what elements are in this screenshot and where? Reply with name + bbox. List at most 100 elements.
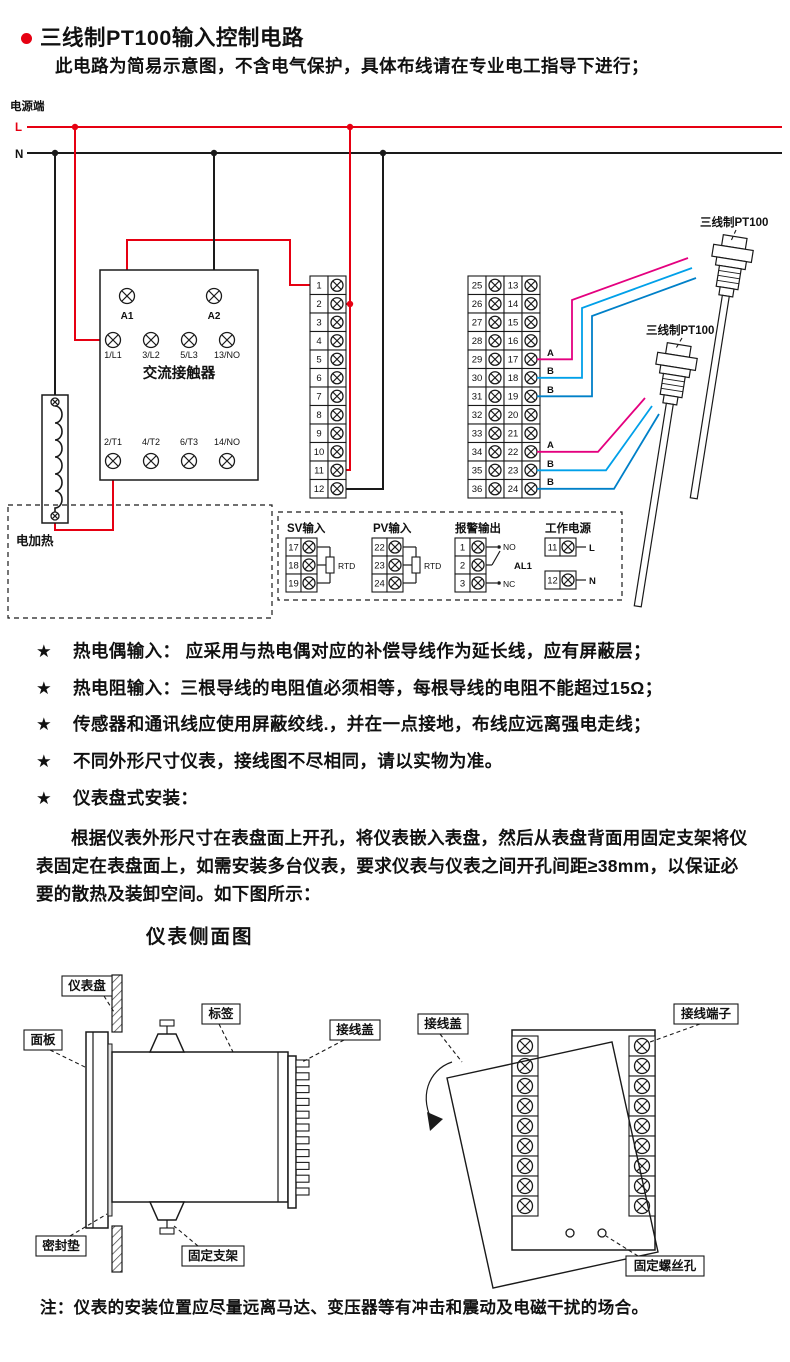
pt100-probe-bottom xyxy=(617,340,700,611)
pt100-bottom-label: 三线制PT100 xyxy=(646,323,714,337)
screw-terminal-icon xyxy=(524,352,538,366)
leader-line xyxy=(69,1213,108,1237)
screw-terminal-icon xyxy=(330,315,344,329)
screw-terminal-icon xyxy=(330,278,344,292)
star-icon: ★ xyxy=(36,677,53,698)
terminal-number: 10 xyxy=(314,447,325,458)
terminal-number: 16 xyxy=(508,336,519,347)
terminals-label: 接线端子 xyxy=(681,1006,732,1021)
supply-l-label: L xyxy=(589,543,595,554)
terminal-cover-spine xyxy=(287,1055,297,1209)
terminal-number: 14 xyxy=(508,299,519,310)
screw-terminal-icon xyxy=(471,558,485,572)
lead-label-a: A xyxy=(547,440,554,451)
contactor-outline xyxy=(99,269,259,481)
ac-contactor: A1 A2 1/L1 3/L2 5/L3 13/NO 交流接触器 2/T1 4/… xyxy=(99,269,259,481)
note-text: 不同外形尺寸仪表，接线图不尽相同，请以实物为准。 xyxy=(73,750,503,771)
bracket-label: 固定支架 xyxy=(188,1248,239,1263)
terminal-number: 32 xyxy=(472,410,483,421)
io-group-title: 工作电源 xyxy=(545,521,591,535)
pv-wire-b2 xyxy=(537,413,660,490)
screw-terminal-icon xyxy=(488,445,502,459)
screw-terminal-icon xyxy=(104,452,122,470)
screw-terminal-icon xyxy=(488,278,502,292)
screw-terminal-icon xyxy=(524,463,538,477)
terminal-number: 20 xyxy=(508,410,519,421)
star-icon: ★ xyxy=(36,641,53,661)
io-group-title: PV输入 xyxy=(373,521,412,535)
front-panel-label: 面板 xyxy=(30,1032,56,1047)
screw-terminal-icon xyxy=(488,482,502,496)
screw-terminal-icon xyxy=(142,331,160,349)
contactor-title: 交流接触器 xyxy=(143,364,216,382)
screw-terminal-icon xyxy=(561,540,575,554)
screw-terminal-icon xyxy=(330,426,344,440)
gasket-label: 密封垫 xyxy=(41,1238,80,1253)
callout-box xyxy=(673,1003,739,1025)
lead-label-b: B xyxy=(547,459,554,470)
line-l-label: L xyxy=(15,122,22,134)
screw-terminal-icon xyxy=(118,287,136,305)
terminal-number: 4 xyxy=(316,336,321,347)
screw-terminal-icon xyxy=(524,315,538,329)
screw-terminal-icon xyxy=(142,452,160,470)
note-item: ★不同外形尺寸仪表，接线图不尽相同，请以实物为准。 xyxy=(36,750,760,774)
terminal-number: 25 xyxy=(472,281,483,292)
leader-line xyxy=(103,995,115,1013)
cover-label-right: 接线盖 xyxy=(424,1016,462,1031)
io-alarm-output: 报警输出 1 2 3 NO NC AL1 xyxy=(454,521,533,593)
rtd-label: RTD xyxy=(424,561,441,571)
wiring-diagram: 电源端 L N A1 A2 1/L1 xyxy=(7,99,782,619)
screw-terminal-icon xyxy=(330,463,344,477)
screw-terminal-icon xyxy=(516,1117,534,1135)
heater-outline xyxy=(41,394,69,524)
terminal-number: 35 xyxy=(472,466,483,477)
io-group-title: SV输入 xyxy=(287,521,326,535)
instrument-body xyxy=(111,1051,289,1203)
screw-terminal-icon xyxy=(633,1057,651,1075)
sv-wire-b1 xyxy=(537,267,693,379)
screw-terminal-icon xyxy=(471,576,485,590)
relay-contact xyxy=(497,545,501,549)
screw-terminal-icon xyxy=(516,1037,534,1055)
screw-terminal-icon xyxy=(488,352,502,366)
screw-terminal-icon xyxy=(488,315,502,329)
leader-line xyxy=(674,337,683,351)
callout-box xyxy=(23,1029,63,1051)
terminal-number: 2 xyxy=(316,299,321,310)
screw-terminal-icon xyxy=(180,331,198,349)
terminal-number: 7 xyxy=(316,392,321,403)
screw-terminal-icon xyxy=(516,1097,534,1115)
terminal-number: 19 xyxy=(288,579,299,590)
screw-terminal-icon xyxy=(488,426,502,440)
page-subtitle: 此电路为简易示意图，不含电气保护，具体布线请在专业电工指导下进行； xyxy=(55,56,649,76)
terminal-number: 18 xyxy=(288,561,299,572)
screw-terminal-icon xyxy=(524,297,538,311)
screw-terminal-icon xyxy=(330,334,344,348)
heater-label: 电加热 xyxy=(16,533,54,548)
terminal-number: 11 xyxy=(314,466,324,477)
cover-fin xyxy=(295,1187,310,1196)
note-text: 仪表盘式安装： xyxy=(73,787,199,808)
leader-line xyxy=(173,1225,199,1247)
callout-box xyxy=(417,1013,469,1035)
screw-terminal-icon xyxy=(524,371,538,385)
cover-fin xyxy=(295,1110,310,1119)
lead-label-b: B xyxy=(547,477,554,488)
screw-terminal-icon xyxy=(218,331,236,349)
panel-board-label: 仪表盘 xyxy=(67,978,106,993)
screw-terminal-icon xyxy=(488,463,502,477)
io-group-title: 报警输出 xyxy=(455,521,501,535)
cover-label-left: 接线盖 xyxy=(336,1022,374,1037)
terminal-number: 33 xyxy=(472,429,483,440)
terminal-number: 3 xyxy=(460,579,465,590)
line-n-label: N xyxy=(15,149,23,161)
page-title: 三线制PT100输入控制电路 xyxy=(40,26,304,50)
relay-no-label: NO xyxy=(503,542,516,552)
wire-live-to-contactor xyxy=(74,127,105,341)
callout-box xyxy=(181,1245,245,1267)
terminal-number: 17 xyxy=(508,355,519,366)
screw-terminal-icon xyxy=(516,1137,534,1155)
